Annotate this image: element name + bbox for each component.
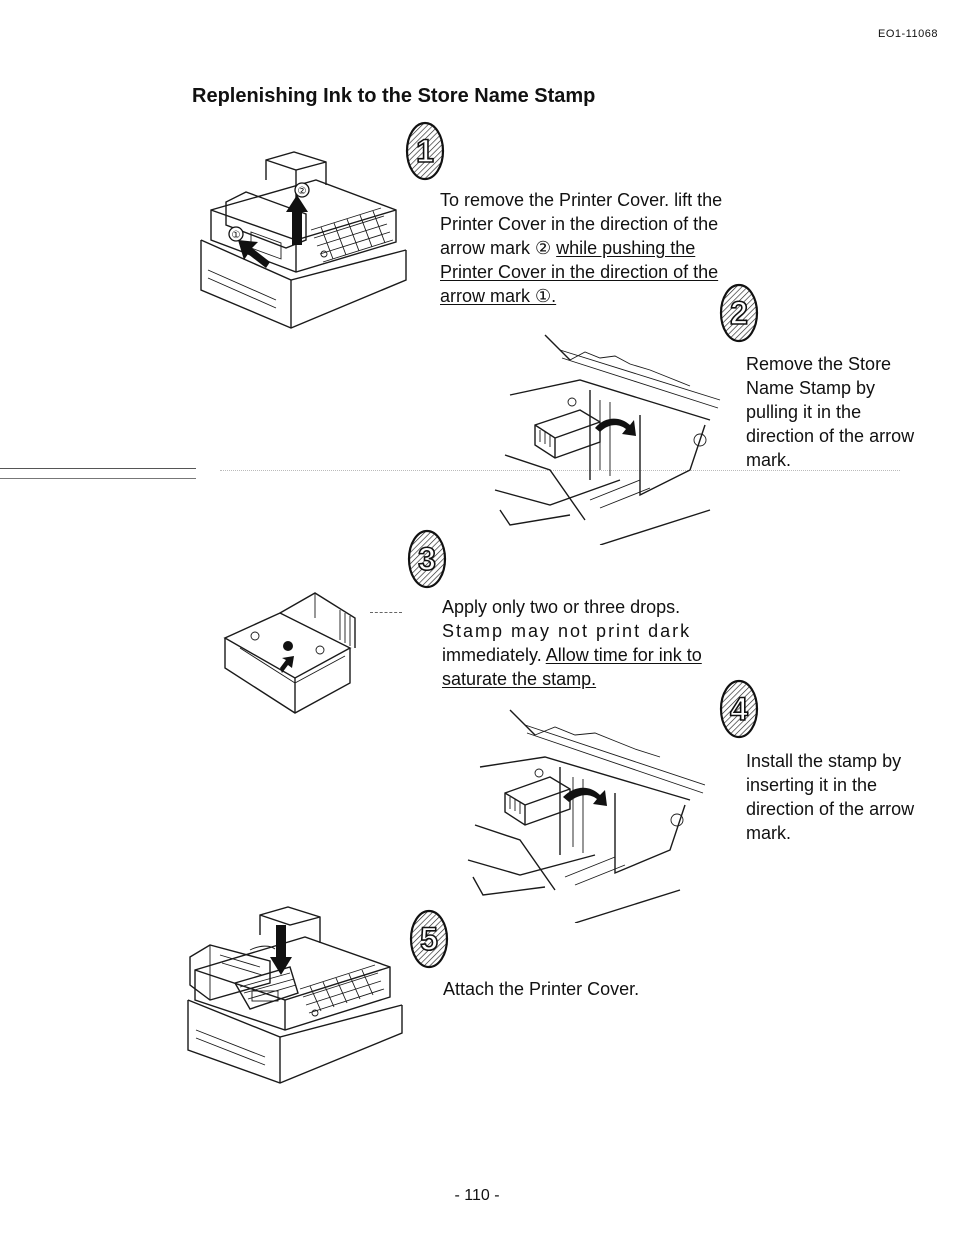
text-line: Printer Cover in the direction of the — [440, 214, 719, 234]
text-line: direction of the arrow — [746, 426, 915, 446]
step-5-text: Attach the Printer Cover. — [443, 977, 743, 1001]
callout-label: ② — [298, 186, 307, 197]
text-line: Stamp may not print dark — [442, 621, 692, 641]
stamp-unit-illustration — [223, 592, 356, 714]
step-badge-icon: 3 — [407, 529, 447, 589]
text-line: pulling it in the — [746, 402, 862, 422]
text-line: Install the stamp by — [746, 751, 902, 771]
step-3-text: Apply only two or three drops. Stamp may… — [442, 595, 767, 691]
page-number: - 110 - — [454, 1187, 500, 1204]
step-badge-icon: 4 — [719, 679, 759, 739]
text-line: Apply only two or three drops. — [442, 597, 681, 617]
text-line: immediately. Allow time for ink to — [442, 643, 767, 667]
text-line: Name Stamp by — [746, 378, 876, 398]
text-line-underlined: Printer Cover in the direction of the — [440, 262, 719, 282]
callout-label: ① — [232, 230, 241, 241]
text-line: mark. — [746, 450, 791, 470]
stamp-mechanism-illustration — [494, 334, 721, 545]
cash-register-illustration: ② ① — [200, 151, 407, 329]
step-number: 1 — [416, 133, 434, 169]
cash-register-illustration — [187, 906, 403, 1084]
text-line: Remove the Store — [746, 354, 892, 374]
step-badge-icon: 5 — [409, 909, 449, 969]
document-id: EO1-11068 — [878, 28, 938, 40]
step-number: 4 — [730, 691, 748, 727]
step-1-text: To remove the Printer Cover. lift the Pr… — [440, 188, 767, 308]
text-line: To remove the Printer Cover. lift the — [440, 190, 723, 210]
scan-rule — [0, 478, 196, 479]
text-line: arrow mark ② while pushing the — [440, 236, 767, 260]
text-part-underlined: while pushing the — [556, 238, 696, 258]
text-line: mark. — [746, 823, 791, 843]
step-badge-icon: 2 — [719, 283, 759, 343]
step-2-text: Remove the Store Name Stamp by pulling i… — [746, 352, 934, 472]
page-title: Replenishing Ink to the Store Name Stamp — [192, 85, 596, 107]
step-4-text: Install the stamp by inserting it in the… — [746, 749, 934, 845]
text-line: direction of the arrow — [746, 799, 915, 819]
text-part: arrow mark ② — [440, 238, 557, 258]
stamp-mechanism-illustration — [467, 709, 705, 923]
text-part-underlined: saturate the stamp. — [442, 669, 597, 689]
text-line: inserting it in the — [746, 775, 878, 795]
text-line-underlined: arrow mark ①. — [440, 284, 767, 308]
text-part: immediately. — [442, 645, 546, 665]
text-line-underlined: saturate the stamp. — [442, 667, 767, 691]
step-number: 3 — [418, 541, 436, 577]
text-line: Attach the Printer Cover. — [443, 979, 640, 999]
scan-rule — [0, 468, 196, 469]
step-number: 2 — [730, 295, 748, 331]
scan-dash — [370, 612, 402, 613]
text-part-underlined: arrow mark ①. — [440, 286, 557, 306]
scan-dotted-line — [220, 470, 900, 471]
text-part-underlined: Allow time for ink to — [545, 645, 702, 665]
step-badge-icon: 1 — [405, 121, 445, 181]
step-number: 5 — [420, 921, 438, 957]
